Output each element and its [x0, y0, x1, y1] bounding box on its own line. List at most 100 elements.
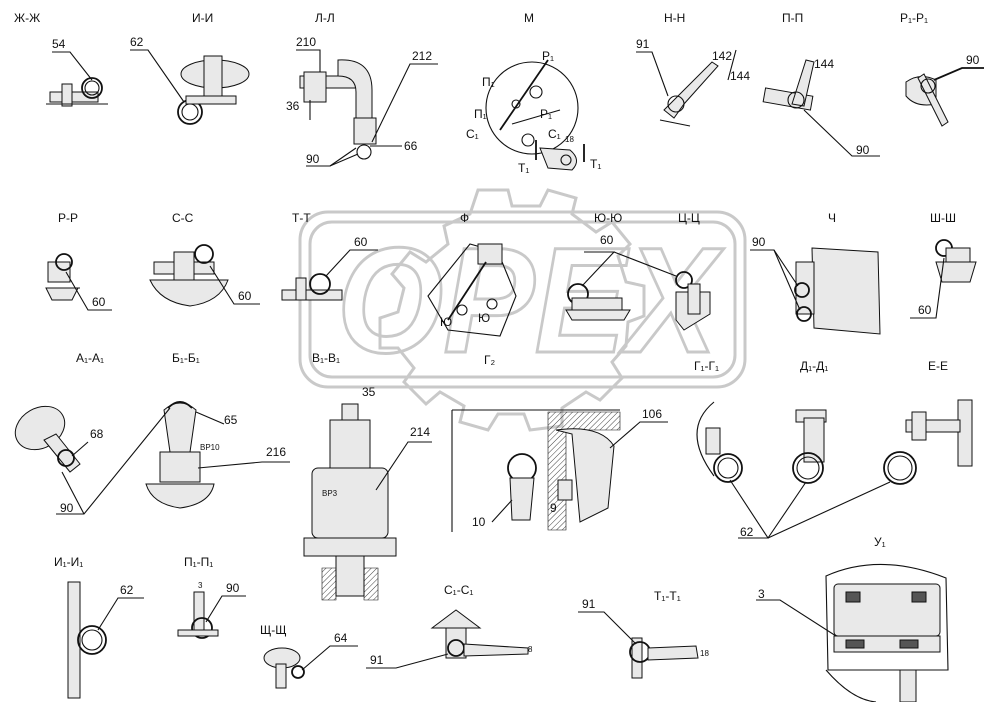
callout-106: 106 — [642, 407, 662, 421]
section-r-r: Р-Р 60 — [45, 211, 112, 311]
callout-36: 36 — [286, 99, 300, 113]
section-label: П₁-П₁ — [184, 555, 213, 569]
section-sh-sh: Ш-Ш 60 — [910, 211, 977, 319]
section-ts-ts: Ц-Ц — [675, 211, 711, 331]
section-label: Б₁-Б₁ — [172, 351, 200, 365]
callout-60: 60 — [600, 233, 614, 247]
part-mark-bp10: ВР10 — [200, 443, 220, 452]
section-r1-r1: Р₁-Р₁ 90 — [900, 11, 984, 127]
callout-91: 91 — [582, 597, 596, 611]
section-i-i: И-И 62 — [130, 11, 250, 125]
section-label: Ф — [460, 211, 469, 225]
callout-60: 60 — [92, 295, 106, 309]
callout-66: 66 — [404, 139, 418, 153]
callout-18: 18 — [700, 649, 709, 658]
section-label: Ш-Ш — [930, 211, 956, 225]
part-mark-bp3: ВР3 — [322, 489, 338, 498]
callout-90: 90 — [60, 501, 74, 515]
section-label: Д₁-Д₁ — [800, 359, 828, 373]
callout-91: 91 — [636, 37, 650, 51]
section-g1-g1: Г₁-Г₁ — [694, 359, 743, 483]
section-ch: Ч 90 — [750, 211, 881, 335]
callout-210: 210 — [296, 35, 316, 49]
marker-p1-upper: П₁ — [482, 75, 495, 89]
section-label: Е-Е — [928, 359, 948, 373]
section-shch-shch: Щ-Щ 64 — [260, 623, 358, 689]
section-l-l: Л-Л 210 212 36 90 66 — [286, 11, 438, 167]
callout-62: 62 — [740, 525, 754, 539]
callout-91: 91 — [370, 653, 384, 667]
section-b1-b1: Б₁-Б₁ ВР10 65 216 90 — [56, 351, 290, 515]
callout-60: 60 — [918, 303, 932, 317]
section-a1-a1: А₁-А₁ 68 — [14, 351, 104, 473]
section-label: И-И — [192, 11, 213, 25]
callout-144: 144 — [814, 57, 834, 71]
callout-62: 62 — [130, 35, 144, 49]
callout-65: 65 — [224, 413, 238, 427]
callout-68: 68 — [90, 427, 104, 441]
marker-yu-right: Ю — [478, 311, 490, 325]
callout-3: 3 — [758, 587, 765, 601]
callout-90: 90 — [226, 581, 240, 595]
section-label: И₁-И₁ — [54, 555, 83, 569]
section-label: Г₂ — [484, 353, 495, 367]
section-label: Г₁-Г₁ — [694, 359, 719, 373]
section-label: Т₁-Т₁ — [654, 589, 681, 603]
callout-144: 144 — [730, 69, 750, 83]
callout-64: 64 — [334, 631, 348, 645]
section-label: Ю-Ю — [594, 211, 622, 225]
section-g2: Г₂ 10 9 106 — [451, 353, 668, 532]
marker-yu-left: Ю — [440, 315, 452, 329]
callout-54: 54 — [52, 37, 66, 51]
callout-62: 62 — [120, 583, 134, 597]
callout-8: 8 — [528, 645, 533, 654]
section-zh-zh: Ж-Ж 54 — [14, 11, 108, 107]
section-label: Ж-Ж — [14, 11, 40, 25]
marker-t1-left: Т₁ — [518, 161, 529, 175]
callout-60: 60 — [354, 235, 368, 249]
section-label: П-П — [782, 11, 803, 25]
marker-r1-right: Р₁ — [540, 107, 552, 121]
section-e-e: Е-Е 62 — [729, 359, 973, 539]
section-m: М Р₁ П₁ П₁ Р₁ С₁ С₁ 18 Т₁ Т₁ — [466, 11, 601, 175]
section-i1-i1: И₁-И₁ 62 — [54, 555, 144, 699]
marker-c1-right: С₁ — [548, 127, 561, 141]
section-p1-p1: П₁-П₁ 3 90 — [177, 555, 246, 639]
section-f: Ф Ю Ю — [427, 211, 517, 337]
section-label: Ч — [828, 211, 836, 225]
section-s1-s1: С₁-С₁ 8 91 — [366, 583, 533, 669]
watermark-logo: OPEX — [298, 188, 747, 432]
section-t-t: Т-Т 60 — [281, 211, 378, 301]
section-n-n: Н-Н 91 142 144 — [636, 11, 750, 127]
section-label: С-С — [172, 211, 194, 225]
section-label: Т-Т — [292, 211, 311, 225]
callout-3: 3 — [198, 581, 203, 590]
section-label: Л-Л — [315, 11, 335, 25]
watermark-text: OPEX — [337, 216, 724, 384]
section-label: Ц-Ц — [678, 211, 700, 225]
callout-10: 10 — [472, 515, 486, 529]
callout-90: 90 — [752, 235, 766, 249]
section-yu-yu: Ю-Ю 60 — [565, 211, 677, 321]
callout-142: 142 — [712, 49, 732, 63]
callout-216: 216 — [266, 445, 286, 459]
section-label: У₁ — [874, 535, 886, 549]
section-v1-v1: В₁-В₁ 35 ВР3 214 — [303, 351, 432, 601]
callout-90: 90 — [306, 152, 320, 166]
callout-90: 90 — [856, 143, 870, 157]
section-label: Щ-Щ — [260, 623, 287, 637]
marker-t1-right: Т₁ — [590, 157, 601, 171]
section-label: М — [524, 11, 534, 25]
marker-c1-left: С₁ — [466, 127, 479, 141]
section-p-p: П-П 144 90 — [762, 11, 880, 157]
section-d1-d1: Д₁-Д₁ — [792, 359, 828, 484]
section-s-s: С-С 60 — [149, 211, 260, 307]
section-label: А₁-А₁ — [76, 351, 104, 365]
callout-214: 214 — [410, 425, 430, 439]
section-label: Р-Р — [58, 211, 78, 225]
callout-9: 9 — [550, 501, 557, 515]
section-label: С₁-С₁ — [444, 583, 473, 597]
section-label: В₁-В₁ — [312, 351, 340, 365]
section-label: Р₁-Р₁ — [900, 11, 928, 25]
